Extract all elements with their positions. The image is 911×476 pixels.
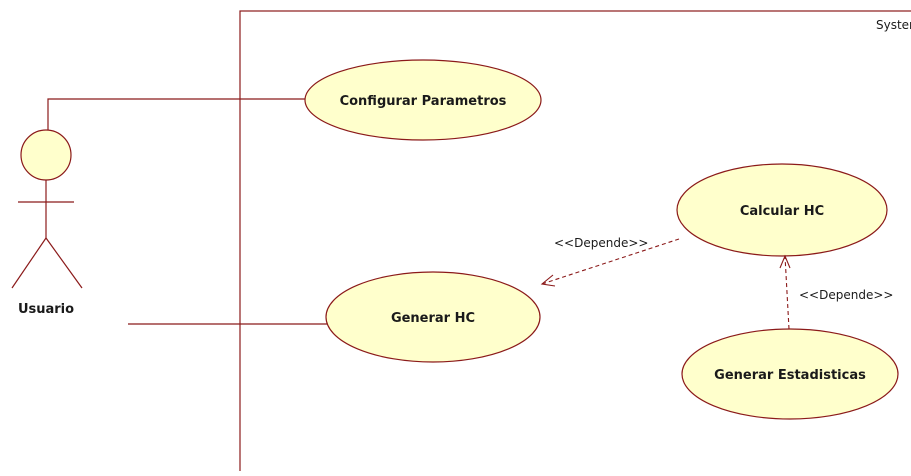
system-boundary[interactable] xyxy=(239,10,911,476)
system-title: Syster xyxy=(876,18,911,32)
dependency-line xyxy=(541,238,680,285)
dependency-calcular-generar[interactable] xyxy=(540,238,680,287)
actor-usuario[interactable] xyxy=(11,129,83,289)
use-case-generar-estadisticas[interactable]: Generar Estadisticas xyxy=(681,328,899,420)
use-case-calcular-hc[interactable]: Calcular HC xyxy=(676,163,888,257)
use-case-ellipse xyxy=(325,271,541,363)
use-case-ellipse xyxy=(304,59,542,141)
use-case-label: Generar HC xyxy=(391,311,475,326)
actor-right-leg xyxy=(45,237,83,289)
use-case-label: Generar Estadisticas xyxy=(714,368,866,383)
dependency-arrowhead xyxy=(779,254,791,269)
use-case-ellipse xyxy=(681,328,899,420)
actor-head xyxy=(20,129,72,181)
actor-left-leg xyxy=(11,237,47,289)
dependency-line xyxy=(784,255,790,330)
dependency-label: <<Depende>> xyxy=(554,236,648,250)
dependency-arrowhead xyxy=(540,274,556,287)
use-case-configurar-parametros[interactable]: Configurar Parametros xyxy=(304,59,542,141)
use-case-generar-hc[interactable]: Generar HC xyxy=(325,271,541,363)
association-usuario-configurar[interactable] xyxy=(47,98,305,130)
dependency-estadisticas-calcular[interactable] xyxy=(779,254,791,330)
actor-label: Usuario xyxy=(18,302,74,317)
use-case-label: Configurar Parametros xyxy=(340,94,507,109)
use-case-label: Calcular HC xyxy=(740,204,824,219)
use-case-ellipse xyxy=(676,163,888,257)
dependency-label: <<Depende>> xyxy=(799,288,893,302)
